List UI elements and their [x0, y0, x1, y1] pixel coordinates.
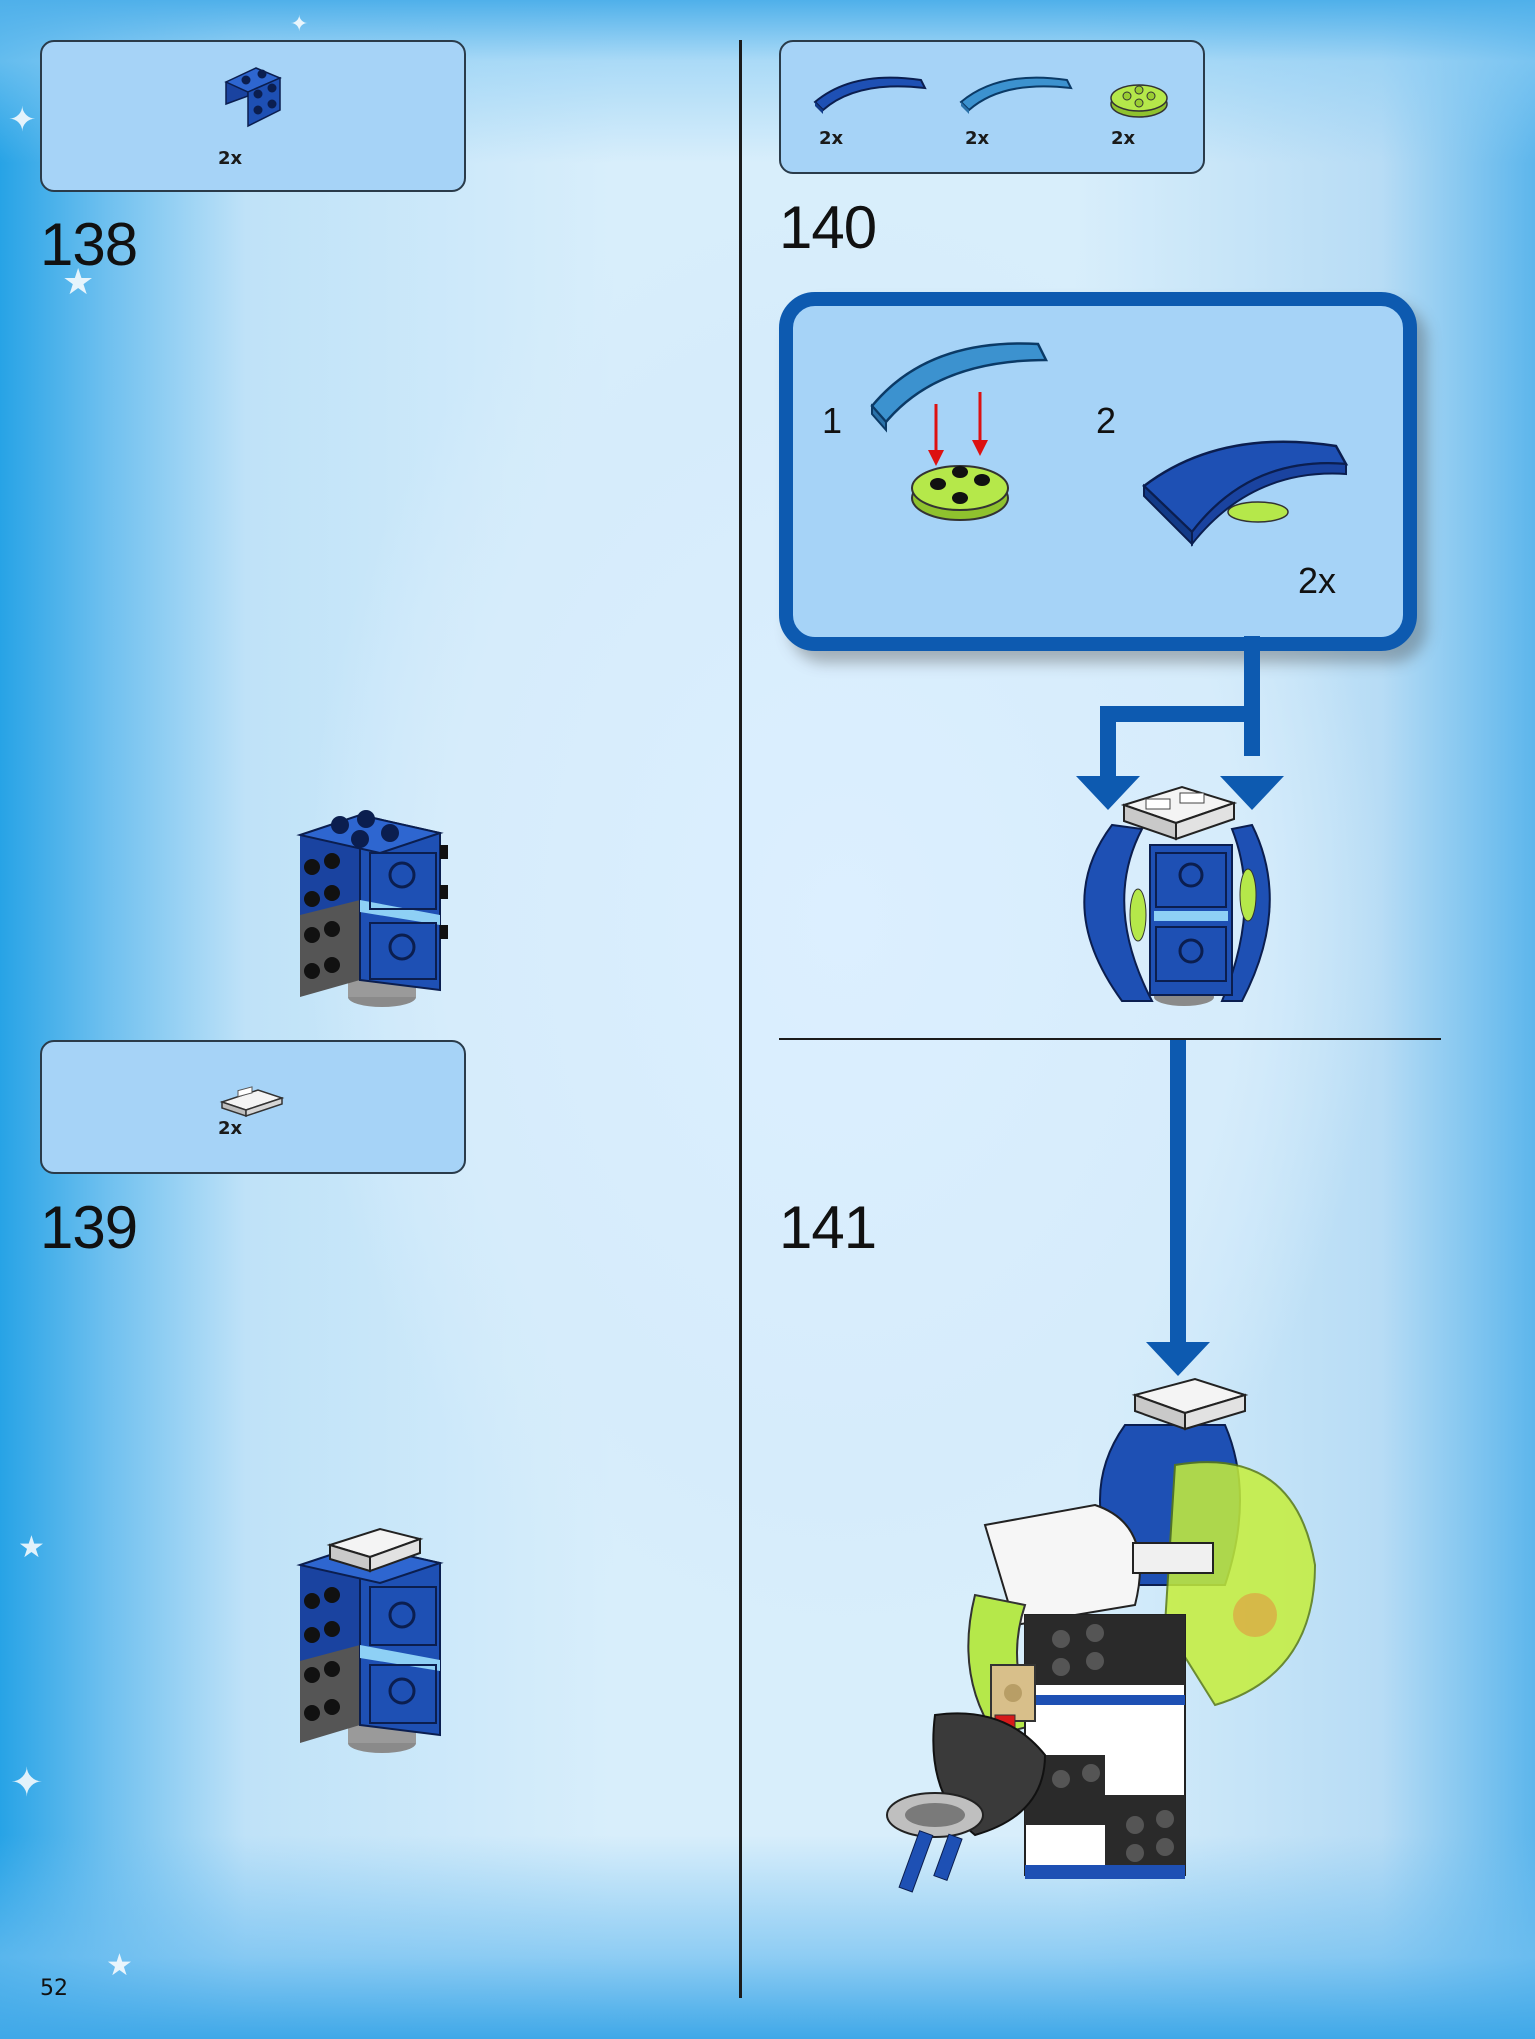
blue-bracket-piece-icon — [224, 67, 282, 128]
sparkle-star-icon: ✦ — [10, 1760, 44, 1806]
step-divider — [779, 1038, 1441, 1040]
parts-box-step-139: 2x — [40, 1040, 466, 1174]
sparkle-star-icon: ✦ — [8, 100, 37, 140]
dark-blue-curved-slope-icon — [813, 76, 927, 114]
step-number: 141 — [779, 1194, 877, 1261]
white-tile-piece-icon — [219, 1086, 285, 1118]
sparkle-star-icon: ✦ — [290, 12, 309, 37]
sparkle-star-icon: ★ — [106, 1948, 133, 1983]
part-quantity: 2x — [1111, 128, 1136, 149]
column-divider — [739, 40, 742, 1998]
step-number: 139 — [40, 1194, 138, 1261]
step-number: 138 — [40, 211, 138, 278]
step-number: 140 — [779, 194, 877, 261]
part-quantity: 2x — [965, 128, 990, 149]
callout-attach-arrows — [1076, 636, 1284, 810]
sparkle-star-icon: ★ — [62, 262, 95, 303]
part-quantity: 2x — [218, 148, 243, 169]
lime-round-plate-icon — [1110, 84, 1168, 118]
part-quantity: 2x — [218, 1118, 243, 1139]
step-140-model-illustration — [1083, 785, 1271, 1006]
subassembly-quantity: 2x — [1298, 560, 1337, 601]
step-141-attach-arrow — [1146, 1040, 1210, 1376]
substep-number: 2 — [1096, 400, 1117, 441]
parts-box-step-140: 2x 2x 2x — [779, 40, 1205, 174]
step-141-model-illustration — [886, 1377, 1317, 1893]
light-blue-curved-slope-icon — [959, 76, 1073, 114]
sparkle-star-icon: ★ — [18, 1530, 45, 1565]
step-139-model-illustration — [296, 1527, 444, 1753]
substep-number: 1 — [822, 400, 843, 441]
substep-2-illustration — [1142, 440, 1349, 547]
page-number: 52 — [40, 1976, 68, 2001]
step-138-model-illustration — [296, 810, 448, 1007]
parts-box-step-138: 2x — [40, 40, 466, 192]
substep-1-illustration — [870, 342, 1049, 521]
part-quantity: 2x — [819, 128, 844, 149]
